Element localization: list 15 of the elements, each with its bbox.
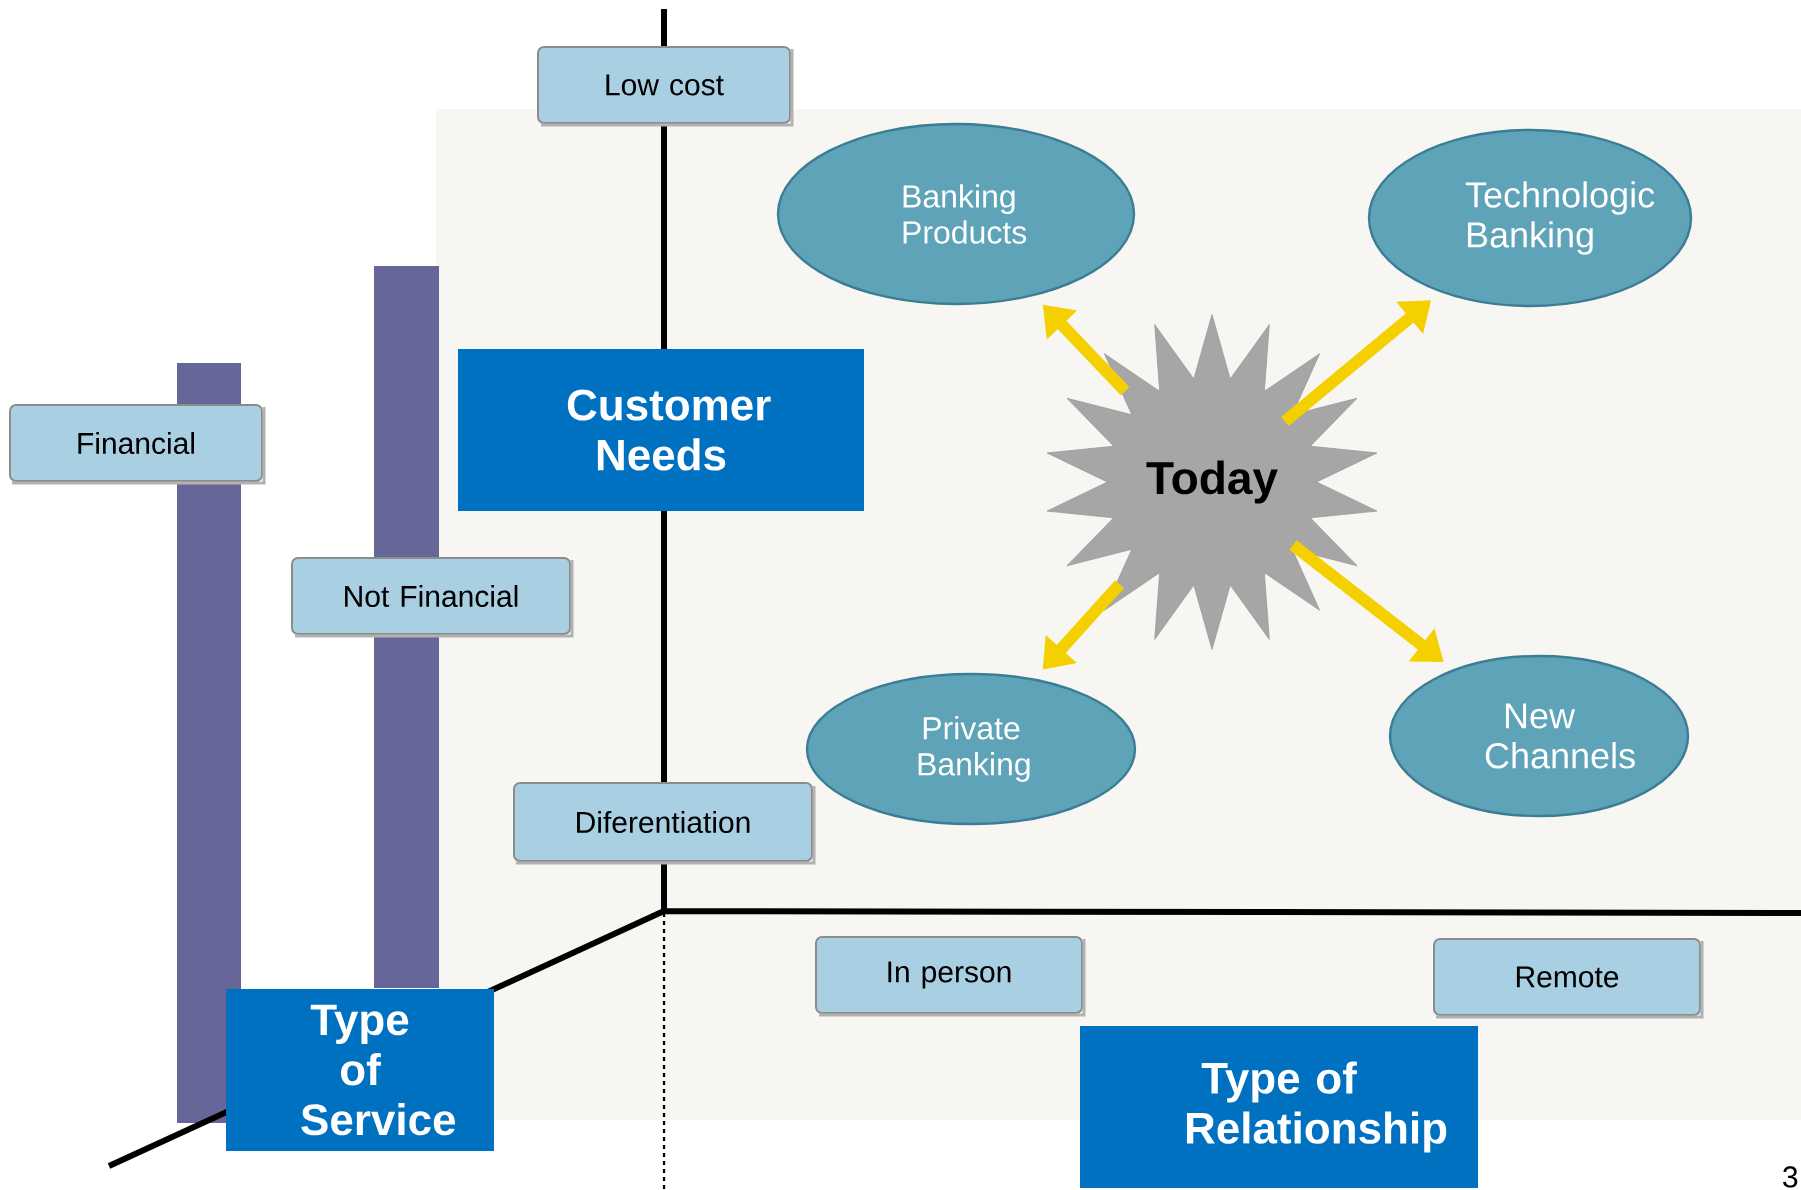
label-box: Not Financial [291,557,571,635]
label-box: Diferentiation [513,782,813,862]
ellipse-node: Technologic Banking [1367,128,1693,308]
starburst: Today [1046,314,1378,650]
label-box: Remote [1433,938,1701,1016]
ellipse-node: Private Banking [805,672,1137,826]
ellipse-node: Banking Products [776,122,1136,306]
label-box: Financial [9,404,263,482]
heading-box: Customer Needs [458,349,864,511]
label-box: Low cost [537,46,791,124]
page-number: 3 [1783,1166,1798,1188]
label-box: In person [815,936,1083,1014]
heading-box: Type of Service [226,989,494,1151]
ellipse-node: New Channels [1388,654,1690,818]
heading-box: Type of Relationship [1080,1026,1478,1188]
